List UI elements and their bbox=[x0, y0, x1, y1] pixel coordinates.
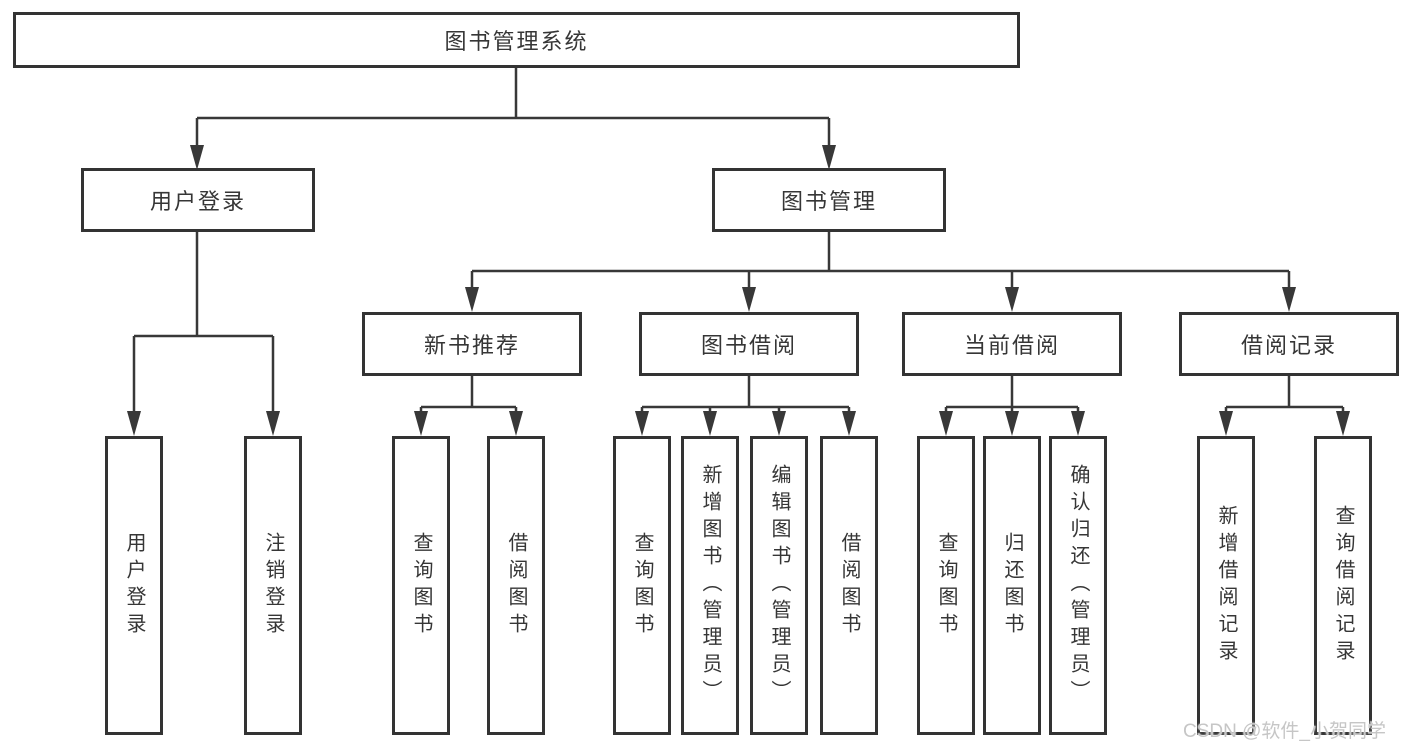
leaf-label: 归还图书 bbox=[1001, 531, 1023, 640]
node-current-borrowing: 当前借阅 bbox=[902, 312, 1122, 376]
leaf-query-books-recommend: 查询图书 bbox=[392, 436, 450, 735]
leaf-label: 查询图书 bbox=[410, 531, 432, 640]
leaf-return-books: 归还图书 bbox=[983, 436, 1041, 735]
leaf-label: 确认归还（管理员） bbox=[1067, 464, 1089, 707]
node-book-management: 图书管理 bbox=[712, 168, 946, 232]
leaf-label: 查询图书 bbox=[935, 531, 957, 640]
leaf-add-borrow-record: 新增借阅记录 bbox=[1197, 436, 1255, 735]
leaf-label: 查询图书 bbox=[631, 531, 653, 640]
node-book-borrowing: 图书借阅 bbox=[639, 312, 859, 376]
leaf-label: 注销登录 bbox=[262, 531, 284, 640]
leaf-add-books-admin: 新增图书（管理员） bbox=[681, 436, 739, 735]
leaf-borrow-books-borrowing: 借阅图书 bbox=[820, 436, 878, 735]
leaf-edit-books-admin: 编辑图书（管理员） bbox=[750, 436, 808, 735]
leaf-label: 新增图书（管理员） bbox=[699, 464, 721, 707]
node-label: 当前借阅 bbox=[963, 333, 1060, 358]
node-label: 图书借阅 bbox=[700, 333, 797, 358]
watermark: CSDN @软件_小贺同学 bbox=[1183, 721, 1386, 742]
node-borrowing-records: 借阅记录 bbox=[1179, 312, 1399, 376]
leaf-query-books-current: 查询图书 bbox=[917, 436, 975, 735]
leaf-label: 新增借阅记录 bbox=[1215, 504, 1237, 667]
leaf-query-books-borrowing: 查询图书 bbox=[613, 436, 671, 735]
leaf-label: 借阅图书 bbox=[505, 531, 527, 640]
leaf-label: 查询借阅记录 bbox=[1332, 504, 1354, 667]
arrowheads bbox=[127, 145, 1350, 436]
node-label: 用户登录 bbox=[149, 189, 246, 214]
leaf-label: 用户登录 bbox=[123, 531, 145, 640]
leaf-borrow-books-recommend: 借阅图书 bbox=[487, 436, 545, 735]
leaf-user-login: 用户登录 bbox=[105, 436, 163, 735]
leaf-query-borrow-record: 查询借阅记录 bbox=[1314, 436, 1372, 735]
node-label: 新书推荐 bbox=[423, 333, 520, 358]
node-root: 图书管理系统 bbox=[13, 12, 1020, 68]
leaf-logout: 注销登录 bbox=[244, 436, 302, 735]
leaf-confirm-return-admin: 确认归还（管理员） bbox=[1049, 436, 1107, 735]
node-label: 图书管理系统 bbox=[444, 29, 589, 54]
node-label: 图书管理 bbox=[780, 189, 877, 214]
node-new-book-recommendation: 新书推荐 bbox=[362, 312, 582, 376]
leaf-label: 借阅图书 bbox=[838, 531, 860, 640]
node-label: 借阅记录 bbox=[1240, 333, 1337, 358]
leaf-label: 编辑图书（管理员） bbox=[768, 464, 790, 707]
node-user-login: 用户登录 bbox=[81, 168, 315, 232]
